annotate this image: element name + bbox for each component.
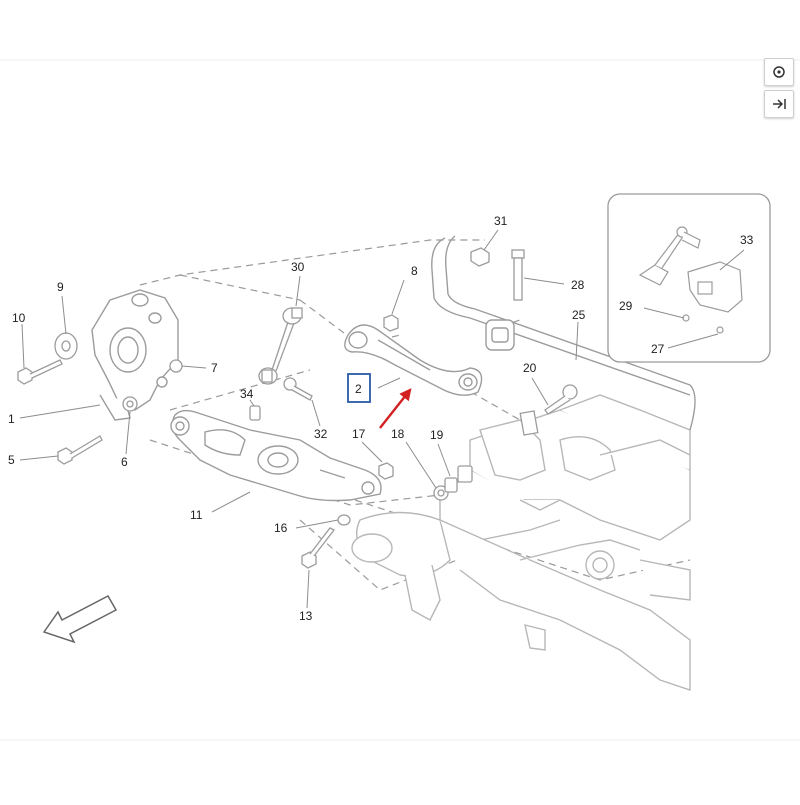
magnifier-icon	[773, 66, 785, 78]
callout-label-6: 6	[121, 455, 128, 469]
callout-label-34: 34	[240, 387, 254, 401]
callout-label-13: 13	[299, 609, 313, 623]
callout-label-9: 9	[57, 280, 64, 294]
anti-roll-bar	[431, 235, 696, 431]
callout-leaders	[19, 229, 745, 609]
highlight-arrow	[379, 388, 412, 429]
bolt-13	[301, 527, 335, 569]
stabilizer-link-30	[258, 307, 303, 385]
bolt-20	[519, 384, 578, 436]
callout-label-5: 5	[8, 453, 15, 467]
callout-label-28: 28	[571, 278, 585, 292]
callout-label-11: 11	[190, 508, 203, 522]
callout-label-32: 32	[314, 427, 328, 441]
bolt-32	[283, 377, 313, 401]
wheel-knuckle-1	[91, 289, 179, 421]
callout-label-1: 1	[8, 412, 15, 426]
lower-control-arm-11	[170, 409, 382, 502]
callout-label-10: 10	[12, 311, 26, 325]
washer-16	[337, 514, 351, 526]
washer-19	[444, 465, 473, 493]
callout-label-18: 18	[391, 427, 405, 441]
arrow-to-bar-icon	[773, 99, 786, 109]
callout-labels: 1 2 5 6 7 8 9 10 11 13 16 17 18 19 20 25…	[8, 214, 754, 623]
callout-label-8: 8	[411, 264, 418, 278]
nut-17	[378, 462, 394, 480]
detail-inset	[607, 193, 771, 363]
nut-31	[470, 247, 490, 267]
callout-label-29: 29	[619, 299, 633, 313]
spacer-34	[249, 405, 261, 421]
callout-label-27: 27	[651, 342, 665, 356]
callout-label-33: 33	[740, 233, 754, 247]
upper-control-arm-2	[344, 324, 483, 396]
rear-subframe	[351, 394, 691, 691]
callout-label-25: 25	[572, 308, 586, 322]
bolt-10	[17, 359, 63, 385]
callout-label-7: 7	[211, 361, 218, 375]
bolt-5	[57, 435, 103, 465]
callout-label-2: 2	[355, 382, 362, 396]
callout-label-17: 17	[352, 427, 366, 441]
nut-8	[383, 314, 399, 332]
collapse-panel-button[interactable]	[764, 90, 794, 118]
bolt-28	[511, 249, 525, 301]
page-edges	[0, 59, 800, 741]
zoom-button[interactable]	[764, 58, 794, 86]
callout-box-2	[347, 373, 371, 403]
nut-7	[169, 359, 183, 373]
callout-label-31: 31	[494, 214, 508, 228]
washer-6	[122, 396, 138, 412]
callout-label-30: 30	[291, 260, 305, 274]
callout-label-19: 19	[430, 428, 444, 442]
callout-label-16: 16	[274, 521, 288, 535]
direction-arrow-icon	[42, 595, 118, 644]
washer-9	[54, 332, 78, 360]
callout-label-20: 20	[523, 361, 537, 375]
